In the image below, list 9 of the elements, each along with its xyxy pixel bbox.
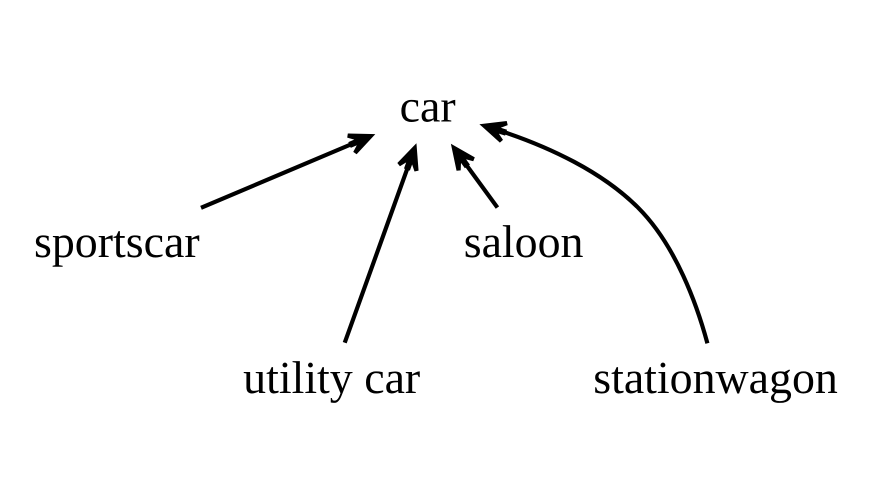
node-text: sportscar [34,216,200,267]
node-text: saloon [464,216,584,267]
node-text: utility car [243,351,420,402]
arrow [200,132,373,210]
arrow [342,145,419,343]
arrow [482,120,710,344]
arrow [452,145,500,208]
node-text: stationwagon [593,351,838,402]
node-text: car [400,80,456,132]
